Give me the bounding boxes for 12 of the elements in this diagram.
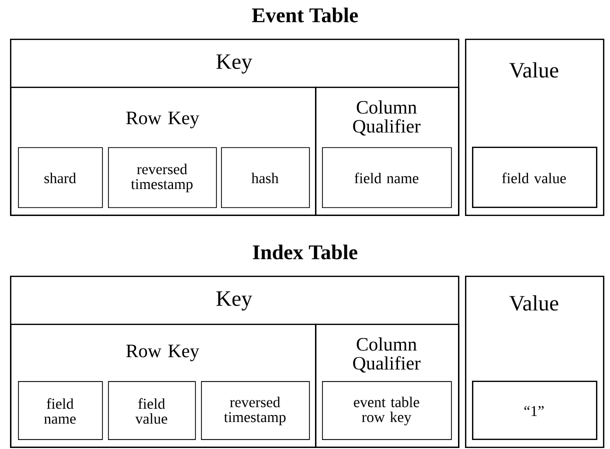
field-box: field name xyxy=(18,381,103,440)
field-box: field value xyxy=(472,146,598,208)
field-box: hash xyxy=(221,147,310,208)
field-box: shard xyxy=(18,147,103,208)
field-box: field name xyxy=(322,147,452,208)
field-box: event table row key xyxy=(322,381,452,440)
table-title: Event Table xyxy=(252,8,358,22)
field-box: reversed timestamp xyxy=(108,147,217,208)
field-box: “1” xyxy=(472,380,598,440)
field-box: reversed timestamp xyxy=(201,381,310,440)
table-title: Index Table xyxy=(252,244,358,260)
field-box: field value xyxy=(108,381,196,440)
